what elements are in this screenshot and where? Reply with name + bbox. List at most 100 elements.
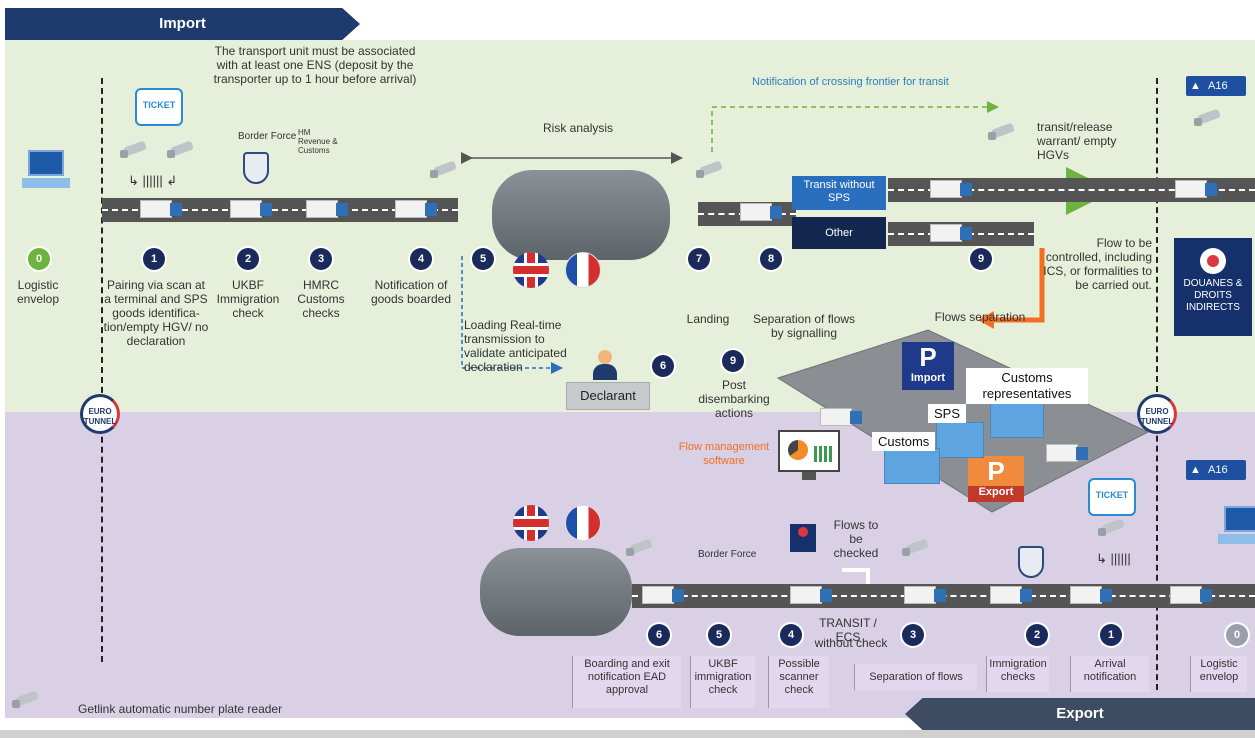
export-step-3-badge: 3	[902, 624, 924, 646]
export-step-6-label: Boarding and exit notification EAD appro…	[572, 656, 681, 708]
eurotunnel-logo: EURO TUNNEL	[1137, 394, 1177, 434]
without-check-label: without check	[814, 636, 888, 650]
export-step-0-label: Logistic envelop	[1190, 656, 1247, 692]
export-step-6-badge: 6	[648, 624, 670, 646]
douanes-logo-text: DOUANES & DROITS INDIRECTS	[1183, 278, 1243, 313]
douanes-logo-small	[790, 524, 816, 552]
transit-ecs-label: TRANSIT / ECS	[819, 616, 877, 644]
export-step-1-label: Arrival notification	[1070, 656, 1149, 692]
motorway-icon: ▲	[1190, 464, 1201, 476]
import-step-7-badge: 7	[688, 248, 710, 270]
import-step-8-badge: 8	[760, 248, 782, 270]
import-step-9-badge: 9	[970, 248, 992, 270]
truck-icon	[1170, 586, 1212, 604]
anpr-camera-icon	[900, 538, 930, 556]
anpr-camera-icon	[986, 122, 1016, 140]
tunnel-export	[480, 548, 632, 636]
truck-icon	[1175, 180, 1217, 198]
flow-controlled-note: Flow to be controlled, including ICS, or…	[1043, 236, 1152, 292]
a16-motorway-sign: ▲A16	[1186, 460, 1246, 480]
sps-label: SPS	[928, 404, 967, 423]
monitor-icon	[778, 430, 840, 480]
import-step-1-badge: 1	[143, 248, 165, 270]
lane-other: Other	[792, 217, 886, 249]
import-step-2-badge: 2	[237, 248, 259, 270]
export-step-2-label: Immigration checks	[986, 656, 1049, 692]
flame-icon	[798, 527, 808, 537]
building-customs	[884, 448, 940, 484]
import-step-9-label: Flows separation	[934, 310, 1026, 324]
export-step-2-badge: 2	[1026, 624, 1048, 646]
import-step-6-badge: 6	[652, 355, 674, 377]
risk-analysis-label: Risk analysis	[543, 121, 614, 135]
import-step-3-badge: 3	[310, 248, 332, 270]
export-step-5-label: UKBF immigration check	[690, 656, 755, 708]
truck-icon	[790, 586, 832, 604]
truck-icon	[642, 586, 684, 604]
transit-release-label: transit/release warrant/ empty HGVs	[1037, 120, 1117, 162]
import-step-0-badge: 0	[28, 248, 50, 270]
import-step-5-label: Loading Real-time transmission to valida…	[464, 318, 567, 374]
anpr-camera-icon	[1096, 518, 1126, 536]
anpr-camera-icon	[165, 140, 195, 158]
import-step-3-label: HMRC Customs checks	[297, 278, 345, 320]
frontier-line-right	[1156, 78, 1158, 690]
anpr-camera-icon	[1192, 108, 1222, 126]
truck-icon	[395, 200, 437, 218]
export-step-3-label: Separation of flows	[854, 664, 977, 690]
truck-icon	[1046, 444, 1088, 462]
truck-icon	[904, 586, 946, 604]
declarant-arrow	[461, 256, 563, 374]
ukbf-shield-icon	[1018, 546, 1044, 578]
import-step-1-label: Pairing via scan at a terminal and SPS g…	[103, 278, 209, 348]
hmrc-logo: HM Revenue & Customs	[298, 128, 338, 155]
export-step-4-badge: 4	[780, 624, 802, 646]
customs-representatives-label: Customs representatives	[966, 368, 1088, 404]
customs-label: Customs	[872, 432, 936, 451]
truck-icon	[990, 586, 1032, 604]
ukbf-shield-icon	[243, 152, 269, 184]
import-step-7-label: Landing	[686, 312, 730, 326]
orange-flow-arrow	[990, 248, 1045, 323]
import-step-9b-badge: 9	[722, 350, 744, 372]
export-banner: Export	[905, 698, 1255, 730]
flame-icon	[1200, 248, 1226, 274]
anpr-camera-icon	[428, 160, 458, 178]
logistic-laptop-icon	[22, 150, 70, 196]
parking-import-sign: P Import	[902, 342, 954, 390]
scan-barcode-icon: ↳ |||||| ↲	[128, 173, 178, 188]
building-sps	[936, 422, 984, 458]
flows-checked-label: Flows to be checked	[833, 518, 879, 560]
declarant-box: Declarant	[566, 382, 650, 410]
border-force-logo: Border Force	[238, 131, 297, 142]
export-step-0-badge: 0	[1226, 624, 1248, 646]
flow-software-label: Flow management software	[678, 441, 770, 467]
transit-notification-arrow	[711, 101, 999, 152]
export-step-4-label: Possible scanner check	[768, 656, 829, 708]
import-banner: Import	[5, 8, 360, 40]
truck-icon	[306, 200, 348, 218]
frontier-line-left	[101, 78, 103, 662]
tunnel-import	[492, 170, 670, 260]
a16-motorway-sign: ▲A16	[1186, 76, 1246, 96]
anpr-camera-icon	[118, 140, 148, 158]
import-step-2-label: UKBF Immigration check	[216, 278, 280, 320]
truck-icon	[1070, 586, 1112, 604]
lane-transit-without-sps: Transit without SPS	[792, 176, 886, 210]
orange-arrow-head	[978, 311, 994, 329]
truck-icon	[930, 180, 972, 198]
anpr-camera-icon	[694, 160, 724, 178]
border-force-logo-export: Border Force	[698, 549, 757, 560]
scan-barcode-icon: ↳ ||||||	[1096, 551, 1131, 566]
douanes-logo: DOUANES & DROITS INDIRECTS	[1174, 238, 1252, 336]
import-step-9b-label: Post disembarking actions	[698, 378, 770, 420]
ticket-icon: TICKET	[1088, 478, 1136, 516]
import-step-4-label: Notification of goods boarded	[370, 278, 452, 306]
bottom-strip	[0, 730, 1255, 738]
france-flag-icon	[565, 505, 601, 541]
import-step-4-badge: 4	[410, 248, 432, 270]
logistic-laptop-icon	[1218, 506, 1255, 552]
building-customs-representatives	[990, 402, 1044, 438]
truck-icon	[740, 203, 782, 221]
